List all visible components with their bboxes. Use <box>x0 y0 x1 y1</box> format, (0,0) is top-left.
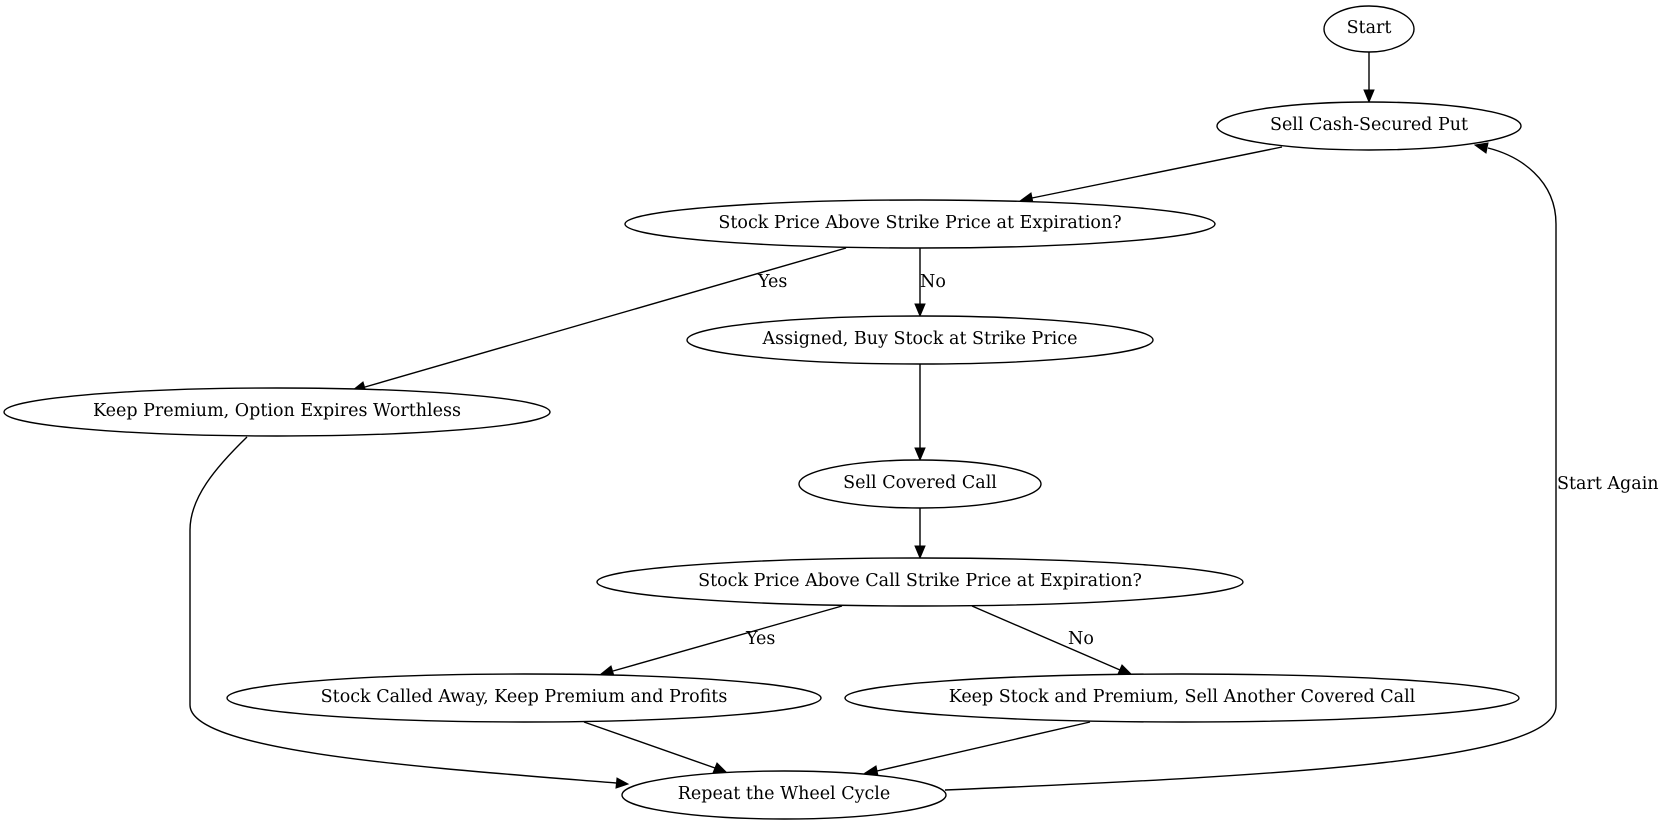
node-repeat-wheel-cycle: Repeat the Wheel Cycle <box>621 770 947 820</box>
node-sell-call-label: Sell Covered Call <box>843 473 997 493</box>
edge-sell-call-to-decision <box>914 508 926 560</box>
edge-label-put-no: No <box>920 272 946 292</box>
node-decision-put-strike: Stock Price Above Strike Price at Expira… <box>624 199 1216 249</box>
node-start: Start <box>1323 5 1415 53</box>
node-repeat-label: Repeat the Wheel Cycle <box>678 784 891 804</box>
edge-label-put-yes: Yes <box>757 272 787 292</box>
node-decision-call-label: Stock Price Above Call Strike Price at E… <box>698 571 1142 591</box>
nodes: Start Sell Cash-Secured Put Stock Price … <box>3 5 1522 820</box>
edge-sell-put-to-decision <box>1018 146 1283 204</box>
node-sell-put-label: Sell Cash-Secured Put <box>1270 115 1468 135</box>
edge-called-away-to-repeat <box>583 721 728 774</box>
node-start-label: Start <box>1347 18 1392 38</box>
edge-repeat-to-sell-put <box>944 142 1557 791</box>
edge-label-start-again: Start Again <box>1557 474 1659 494</box>
node-assigned-buy-stock: Assigned, Buy Stock at Strike Price <box>686 315 1154 365</box>
node-keep-stock-sell-another: Keep Stock and Premium, Sell Another Cov… <box>844 673 1520 723</box>
node-sell-cash-secured-put: Sell Cash-Secured Put <box>1216 101 1522 151</box>
edge-label-call-no: No <box>1068 629 1094 649</box>
node-decision-call-strike: Stock Price Above Call Strike Price at E… <box>596 557 1244 607</box>
node-stock-called-away: Stock Called Away, Keep Premium and Prof… <box>226 673 822 723</box>
node-keep-premium-label: Keep Premium, Option Expires Worthless <box>93 401 461 421</box>
edge-keep-premium-to-repeat <box>189 436 630 789</box>
node-keep-stock-label: Keep Stock and Premium, Sell Another Cov… <box>949 687 1416 707</box>
edge-label-call-yes: Yes <box>745 629 775 649</box>
edge-labels: Yes No Yes No Start Again <box>745 272 1659 649</box>
node-keep-premium-expires: Keep Premium, Option Expires Worthless <box>3 387 551 437</box>
edge-keep-stock-to-repeat <box>863 721 1091 777</box>
edges <box>189 52 1557 791</box>
edge-start-to-sell-put <box>1363 52 1375 104</box>
node-called-away-label: Stock Called Away, Keep Premium and Prof… <box>321 687 728 707</box>
node-decision-put-label: Stock Price Above Strike Price at Expira… <box>718 213 1121 233</box>
edge-decision-call-no <box>971 605 1133 675</box>
edge-decision-put-no <box>914 248 926 318</box>
node-sell-covered-call: Sell Covered Call <box>798 459 1042 509</box>
node-assigned-label: Assigned, Buy Stock at Strike Price <box>762 329 1078 349</box>
edge-decision-call-yes <box>599 605 843 677</box>
edge-decision-put-yes <box>351 247 847 393</box>
edge-assigned-to-sell-call <box>914 364 926 462</box>
